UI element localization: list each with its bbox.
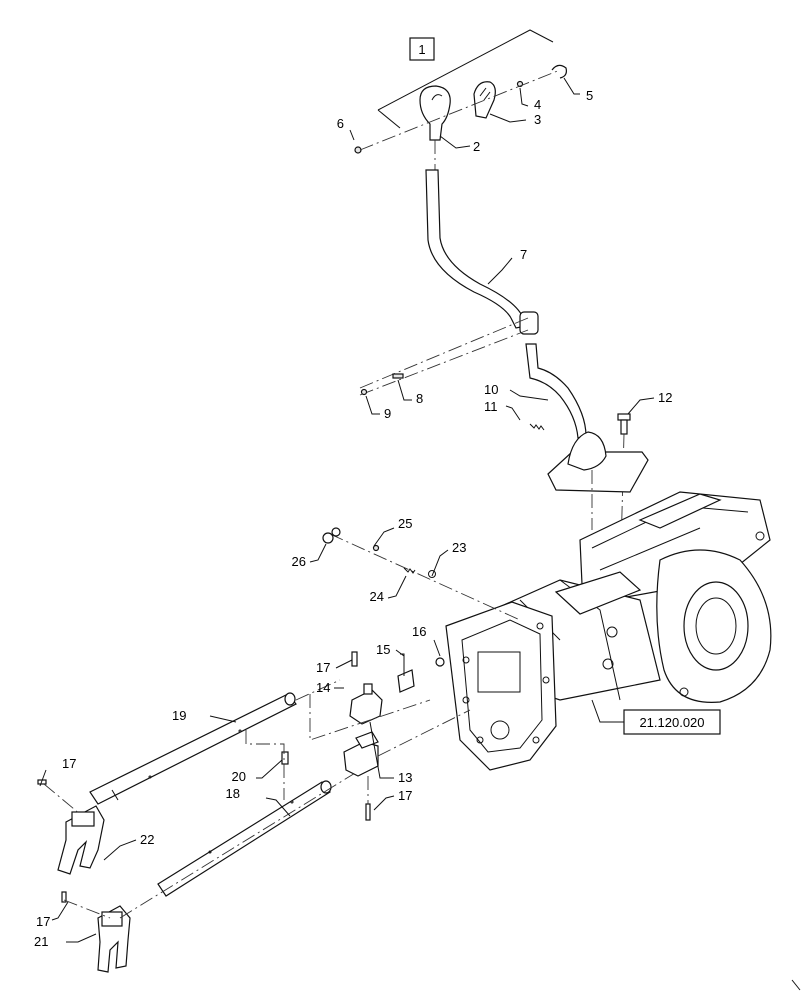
callout-1: 1	[418, 42, 425, 57]
callout-9: 9	[384, 406, 391, 421]
knob-insert	[473, 81, 496, 119]
ball-25	[372, 544, 380, 552]
callout-11: 11	[484, 399, 498, 414]
clip-5	[551, 64, 567, 79]
dowel-20	[281, 751, 289, 765]
ball-23	[428, 570, 436, 578]
group-bracket-1: 1	[377, 29, 554, 129]
callout-17-left-upper: 17	[62, 756, 76, 771]
callout-26: 26	[292, 554, 306, 569]
pin-17-mid-lower	[365, 803, 371, 821]
callout-17-mid-upper: 17	[316, 660, 330, 675]
callout-8: 8	[416, 391, 423, 406]
callout-24: 24	[370, 589, 384, 604]
transmission-housing	[445, 491, 772, 771]
callout-17-mid-lower: 17	[398, 788, 412, 803]
callout-21: 21	[34, 934, 48, 949]
callout-3: 3	[534, 112, 541, 127]
callout-20: 20	[232, 769, 246, 784]
plate-15	[397, 653, 415, 693]
shift-lever-upper	[425, 169, 539, 335]
pin-9	[360, 388, 368, 396]
bolt-12	[617, 413, 631, 435]
callout-2: 2	[473, 139, 480, 154]
bolt-16	[435, 657, 445, 667]
reference-label: 21.120.020	[591, 699, 721, 735]
shift-fork-22	[57, 805, 105, 875]
callout-15: 15	[376, 642, 390, 657]
callout-25: 25	[398, 516, 412, 531]
pin-8	[392, 373, 404, 379]
shift-boot-plate	[547, 431, 649, 530]
selector-14	[349, 683, 383, 725]
callout-17-left-lower: 17	[36, 914, 50, 929]
callout-5: 5	[586, 88, 593, 103]
corner-mark	[791, 979, 801, 991]
spring-24	[403, 567, 416, 574]
callout-22: 22	[140, 832, 154, 847]
leader-lines	[39, 77, 655, 943]
callout-18: 18	[226, 786, 240, 801]
reference-label-text: 21.120.020	[639, 715, 704, 730]
shift-rail-18	[157, 780, 332, 897]
callout-19: 19	[172, 708, 186, 723]
pin-17-mid-upper	[351, 651, 358, 667]
callout-16: 16	[412, 624, 426, 639]
callout-6: 6	[337, 116, 344, 131]
shift-lever-lower	[525, 343, 587, 439]
pin-17-left-lower	[61, 891, 67, 903]
callout-4: 4	[534, 97, 541, 112]
shift-rail-19	[89, 679, 341, 805]
callout-7: 7	[520, 247, 527, 262]
callout-23: 23	[452, 540, 466, 555]
shift-fork-21	[97, 905, 131, 973]
callout-14: 14	[316, 680, 330, 695]
callout-13: 13	[398, 770, 412, 785]
callout-12: 12	[658, 390, 672, 405]
plug-26	[322, 527, 341, 544]
callout-10: 10	[484, 382, 498, 397]
spring-11	[529, 423, 545, 431]
shift-knob	[419, 85, 451, 172]
